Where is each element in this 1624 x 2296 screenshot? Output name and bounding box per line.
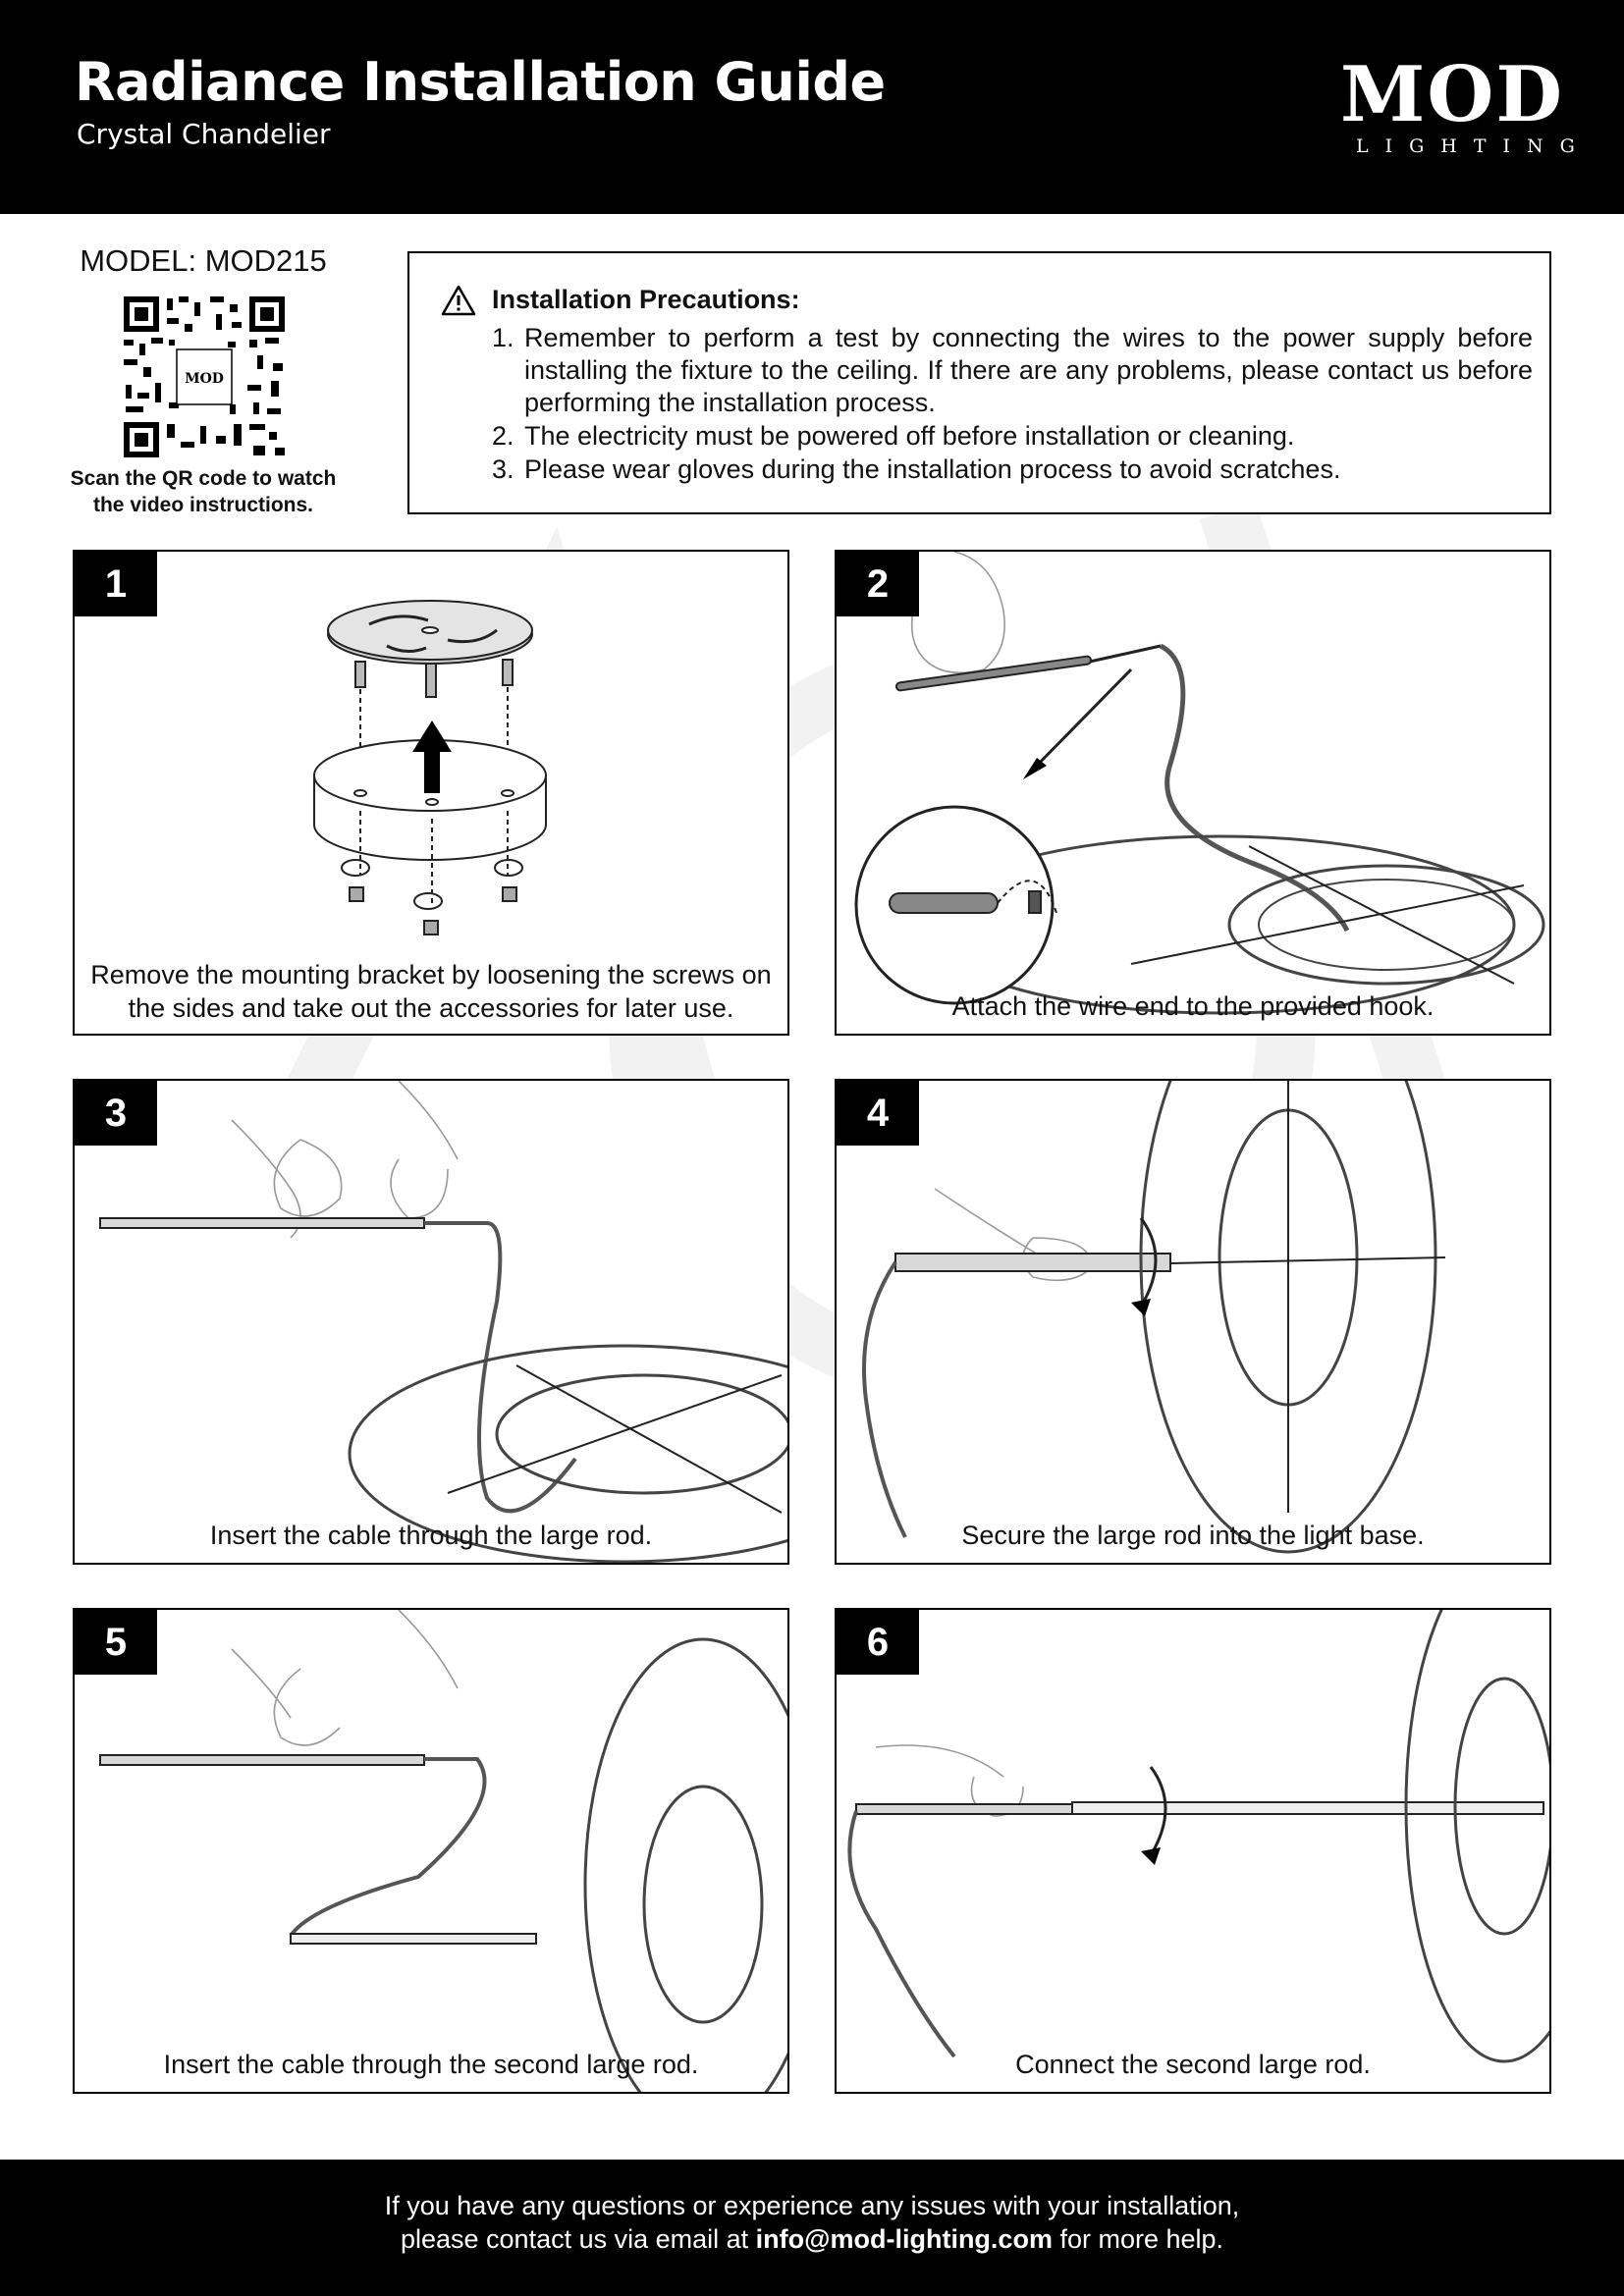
precaution-item: 3. Please wear gloves during the install… xyxy=(492,454,1533,486)
footer-text: for more help. xyxy=(1052,2224,1224,2254)
precautions-title: Installation Precautions: xyxy=(492,285,800,314)
precaution-number: 1. xyxy=(492,323,514,352)
step-caption: Attach the wire end to the provided hook… xyxy=(951,991,1435,1021)
qr-center-logo: MOD xyxy=(185,371,224,387)
page-title: Radiance Installation Guide xyxy=(75,51,886,113)
precautions-box: Installation Precautions: 1. Remember to… xyxy=(407,251,1551,514)
step-number-badge: 4 xyxy=(837,1081,919,1146)
step-panel-1: 1 Remove the mounting bracket by looseni… xyxy=(73,550,789,1036)
step-number-badge: 2 xyxy=(837,552,919,616)
precaution-text: The electricity must be powered off befo… xyxy=(524,421,1295,451)
logo-subtext: LIGHTING xyxy=(1356,135,1592,157)
footer-line: If you have any questions or experience … xyxy=(384,2191,1240,2220)
footer-line: please contact us via email at info@mod-… xyxy=(0,2222,1624,2256)
illustration-hook-wire xyxy=(854,552,1545,1015)
step-panel-2: 2 Attach the wire end to the provided ho… xyxy=(835,550,1551,1036)
step-panel-5: 5 Insert the cable through the second la… xyxy=(73,1608,789,2094)
brand-logo: MOD LIGHTING xyxy=(1339,50,1592,159)
step-caption: Remove the mounting bracket by loosening… xyxy=(84,958,778,1025)
precaution-text: Remember to perform a test by connecting… xyxy=(524,323,1533,417)
precaution-text: Please wear gloves during the installati… xyxy=(524,454,1341,484)
step-caption-line: Remove the mounting bracket by loosening… xyxy=(90,960,772,989)
qr-caption-line: the video instructions. xyxy=(92,494,314,516)
step-panel-4: 4 Secure the large rod into the light ba… xyxy=(835,1079,1551,1565)
precaution-number: 2. xyxy=(492,421,514,451)
qr-code-icon[interactable]: MOD xyxy=(122,294,287,459)
qr-caption: Scan the QR code to watch the video inst… xyxy=(61,465,346,518)
step-number-badge: 3 xyxy=(75,1081,157,1146)
header-bar: Radiance Installation Guide Crystal Chan… xyxy=(0,0,1624,214)
precaution-item: 1. Remember to perform a test by connect… xyxy=(492,322,1533,419)
step-number-badge: 1 xyxy=(75,552,157,616)
warning-triangle-icon xyxy=(441,285,476,316)
model-label: MODEL: MOD215 xyxy=(80,243,327,278)
illustration-second-rod-cable xyxy=(99,1610,787,2092)
support-email-link[interactable]: info@mod-lighting.com xyxy=(755,2224,1053,2254)
qr-caption-line: Scan the QR code to watch xyxy=(70,467,337,490)
step-number-badge: 5 xyxy=(75,1610,157,1675)
footer-text: please contact us via email at xyxy=(400,2224,756,2254)
step-caption: Insert the cable through the second larg… xyxy=(163,2050,699,2079)
footer-bar: If you have any questions or experience … xyxy=(0,2160,1624,2296)
logo-wordmark: MOD xyxy=(1340,50,1564,139)
step-caption: Secure the large rod into the light base… xyxy=(961,1521,1425,1550)
precaution-number: 3. xyxy=(492,454,514,484)
step-number-badge: 6 xyxy=(837,1610,919,1675)
illustration-secure-rod xyxy=(862,1081,1446,1554)
page-subtitle: Crystal Chandelier xyxy=(77,118,331,150)
step-panel-3: 3 Insert the cable through the large rod… xyxy=(73,1079,789,1565)
illustration-bracket-removal xyxy=(313,600,547,935)
illustration-connect-second-rod xyxy=(847,1610,1549,2063)
precautions-list: 1. Remember to perform a test by connect… xyxy=(492,322,1533,487)
illustration-cable-through-rod xyxy=(99,1081,787,1563)
step-caption: Insert the cable through the large rod. xyxy=(209,1521,653,1550)
step-caption: Connect the second large rod. xyxy=(1015,2050,1371,2079)
step-caption-line: the sides and take out the accessories f… xyxy=(128,993,734,1023)
precaution-item: 2. The electricity must be powered off b… xyxy=(492,420,1533,453)
step-panel-6: 6 Connect the second large rod. xyxy=(835,1608,1551,2094)
